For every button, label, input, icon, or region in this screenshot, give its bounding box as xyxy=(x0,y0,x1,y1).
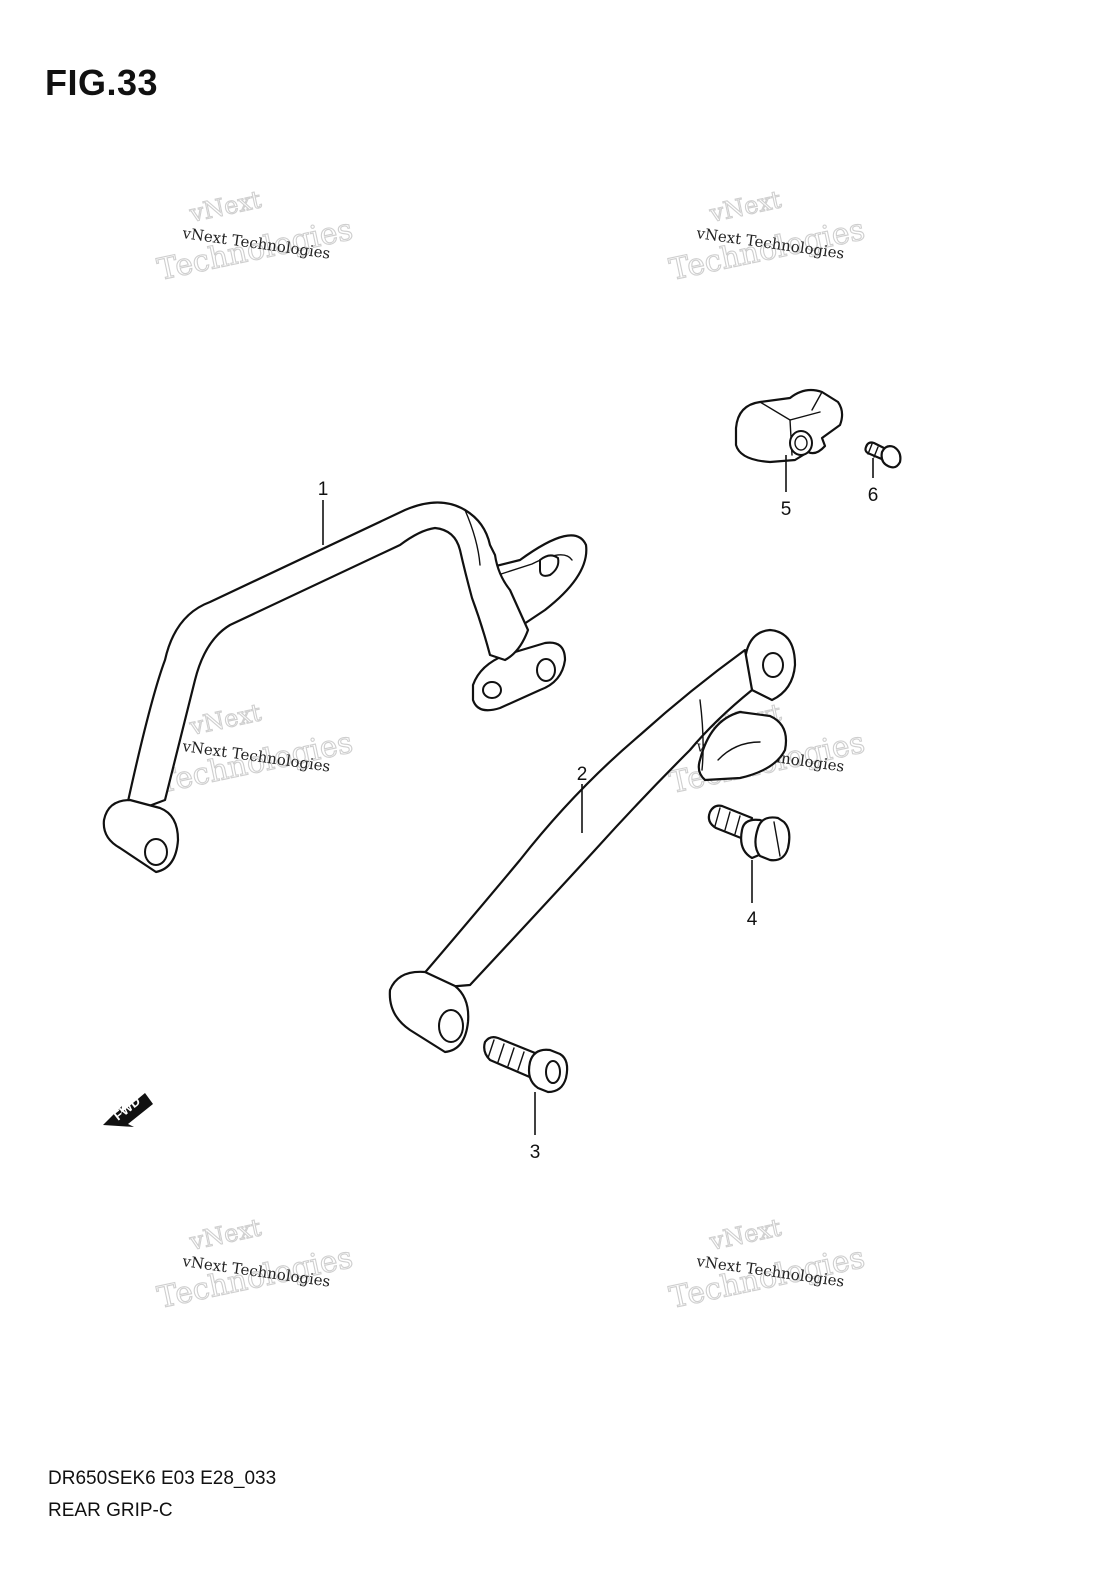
callout-4: 4 xyxy=(747,909,758,930)
watermark-bottom-left: vNext Technologies vNext Technologies xyxy=(154,1213,357,1316)
callout-6: 6 xyxy=(868,485,879,506)
fwd-arrow-icon: FWD xyxy=(103,1093,153,1127)
bolt-part-3 xyxy=(483,1036,569,1094)
flange-bolt-part-4 xyxy=(707,804,791,862)
figure-title: FIG.33 xyxy=(45,62,159,103)
callout-5: 5 xyxy=(781,499,792,520)
watermark-top-right: vNext Technologies vNext Technologies xyxy=(666,185,869,288)
watermark-vnext: vNext xyxy=(186,185,264,228)
clamp-part-5 xyxy=(734,388,844,464)
watermark-bottom-right: vNext Technologies vNext Technologies xyxy=(666,1213,869,1316)
watermark-vnext: vNext xyxy=(186,1213,264,1256)
watermark-vnext: vNext xyxy=(706,185,784,228)
watermark-mid-left: vNext Technologies vNext Technologies xyxy=(154,698,357,801)
rear-grip-right xyxy=(388,628,797,1054)
screw-part-6 xyxy=(864,441,902,469)
model-code: DR650SEK6 E03 E28_033 xyxy=(48,1468,277,1489)
watermark-vnext: vNext xyxy=(706,1213,784,1256)
callout-1: 1 xyxy=(318,479,329,500)
watermark-top-left: vNext Technologies vNext Technologies xyxy=(154,185,357,288)
callout-2: 2 xyxy=(577,764,588,785)
section-name: REAR GRIP-C xyxy=(48,1500,173,1521)
watermark-vnext: vNext xyxy=(186,698,264,741)
callout-3: 3 xyxy=(530,1142,541,1163)
rear-grip-left xyxy=(102,501,588,874)
